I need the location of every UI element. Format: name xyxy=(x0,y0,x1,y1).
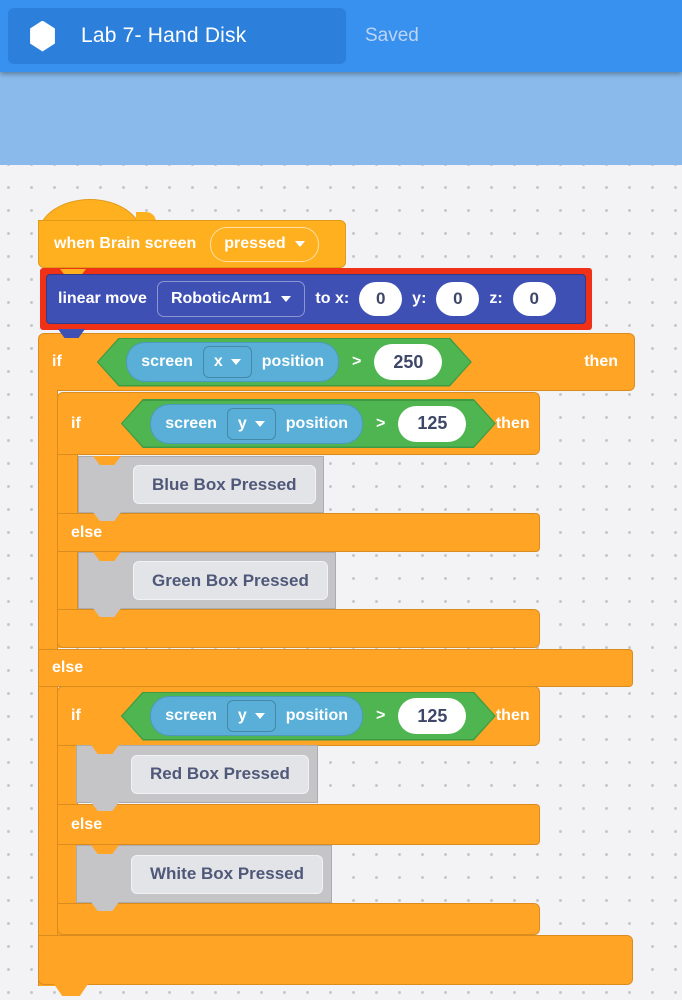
project-title: Lab 7- Hand Disk xyxy=(81,24,247,47)
if-keyword: if xyxy=(71,707,81,724)
block-notch xyxy=(93,552,121,561)
outer-if-bottom-nub xyxy=(54,984,88,996)
outer-else-bar: else xyxy=(38,649,633,687)
inner-if-2-else-bar: else xyxy=(57,804,540,845)
position-label: position xyxy=(285,414,348,432)
text-input[interactable]: Blue Box Pressed xyxy=(133,465,316,504)
screen-label: screen xyxy=(165,707,217,724)
then-keyword: then xyxy=(495,414,530,432)
hat-label: when Brain screen xyxy=(54,235,197,252)
text-input[interactable]: Red Box Pressed xyxy=(131,754,309,794)
greater-than-operator: > xyxy=(376,707,386,724)
to-x-label: to x: xyxy=(315,290,350,307)
move-bottom-nub xyxy=(58,329,85,338)
text-input[interactable]: White Box Pressed xyxy=(131,854,323,894)
device-dropdown[interactable]: RoboticArm1 xyxy=(156,281,306,317)
axis-dropdown[interactable]: x xyxy=(203,346,252,378)
screen-label: screen xyxy=(165,414,217,432)
axis-value: y xyxy=(237,414,247,432)
block-notch xyxy=(93,456,121,465)
block-nub xyxy=(93,608,121,617)
device-value: RoboticArm1 xyxy=(170,290,272,307)
screen-y-position-block[interactable]: screen y position xyxy=(150,696,363,736)
hexagon-logo-icon xyxy=(30,20,55,52)
position-label: position xyxy=(261,353,324,370)
outer-condition-hexagon[interactable]: screen x position > 250 xyxy=(97,338,472,387)
axis-value: y xyxy=(237,707,247,724)
inner-if-2-bottom-bar xyxy=(57,903,540,935)
y-input[interactable]: 0 xyxy=(436,282,480,316)
position-label: position xyxy=(285,707,348,724)
screen-x-position-block[interactable]: screen x position xyxy=(126,342,339,382)
outer-if-block[interactable]: if screen x position > 250 then xyxy=(38,333,635,391)
outer-if-bottom-bar xyxy=(38,935,633,985)
chevron-down-icon xyxy=(231,359,241,365)
project-title-button[interactable]: Lab 7- Hand Disk xyxy=(8,8,346,64)
red-box-pressed-block[interactable]: Red Box Pressed xyxy=(76,745,318,811)
inner-if-1-else-bar: else xyxy=(57,513,540,552)
when-brain-screen-pressed-block[interactable]: when Brain screen pressed xyxy=(38,220,346,268)
if-keyword: if xyxy=(52,353,62,370)
inner-if-2-condition-hexagon[interactable]: screen y position > 125 xyxy=(121,692,496,741)
threshold-input[interactable]: 250 xyxy=(374,344,442,380)
block-nub xyxy=(91,902,119,911)
else-keyword: else xyxy=(71,523,103,541)
block-nub xyxy=(91,802,119,811)
inner-if-2-block[interactable]: if screen y position > 125 then xyxy=(57,686,540,746)
app-header: Lab 7- Hand Disk Saved xyxy=(0,0,682,72)
chevron-down-icon xyxy=(255,713,265,719)
axis-dropdown[interactable]: y xyxy=(227,700,276,732)
else-keyword: else xyxy=(52,659,84,676)
axis-dropdown[interactable]: y xyxy=(227,408,276,440)
outer-if-left-arm xyxy=(38,390,58,986)
pressed-value: pressed xyxy=(224,235,286,252)
block-nub xyxy=(93,512,121,521)
inner-if-1-condition-hexagon[interactable]: screen y position > 125 xyxy=(121,399,496,448)
threshold-input[interactable]: 125 xyxy=(398,698,466,734)
chevron-down-icon xyxy=(281,296,292,302)
hat-bottom-nub xyxy=(60,269,86,277)
greater-than-operator: > xyxy=(352,353,362,370)
blue-box-pressed-block[interactable]: Blue Box Pressed xyxy=(78,456,324,521)
save-status: Saved xyxy=(365,25,419,46)
block-notch xyxy=(91,745,119,754)
hat-dome-step xyxy=(136,212,156,222)
z-input[interactable]: 0 xyxy=(512,282,556,316)
chevron-down-icon xyxy=(294,241,305,247)
block-notch xyxy=(91,845,119,854)
then-keyword: then xyxy=(584,353,618,370)
x-input[interactable]: 0 xyxy=(359,282,403,316)
linear-move-block[interactable]: linear move RoboticArm1 to x: 0 y: 0 z: … xyxy=(46,274,586,324)
inner-if-1-block[interactable]: if screen y position > 125 then xyxy=(57,392,540,455)
then-keyword: then xyxy=(495,707,530,724)
z-label: z: xyxy=(489,290,503,307)
inner-if-1-bottom-bar xyxy=(57,609,540,648)
if-keyword: if xyxy=(71,414,81,432)
green-box-pressed-block[interactable]: Green Box Pressed xyxy=(78,552,336,617)
greater-than-operator: > xyxy=(376,414,386,432)
y-label: y: xyxy=(412,290,427,307)
white-box-pressed-block[interactable]: White Box Pressed xyxy=(76,845,332,911)
axis-value: x xyxy=(213,353,223,370)
screen-label: screen xyxy=(141,353,193,370)
text-input[interactable]: Green Box Pressed xyxy=(133,561,328,600)
threshold-input[interactable]: 125 xyxy=(398,406,466,442)
pressed-dropdown[interactable]: pressed xyxy=(210,226,319,262)
move-label: linear move xyxy=(58,290,147,307)
chevron-down-icon xyxy=(255,421,265,427)
else-keyword: else xyxy=(71,815,103,833)
toolbar-band xyxy=(0,72,682,165)
screen-y-position-block[interactable]: screen y position xyxy=(150,404,363,444)
